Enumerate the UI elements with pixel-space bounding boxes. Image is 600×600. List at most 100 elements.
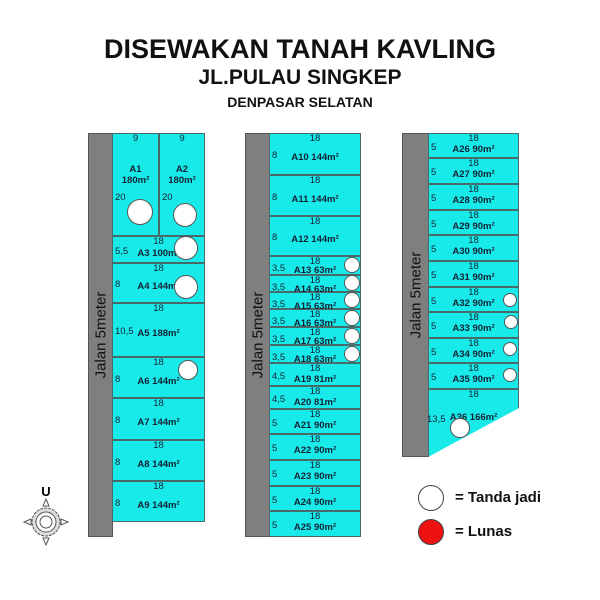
plot-width-label: 18	[468, 312, 479, 323]
plot-name-label: A13 63m²	[293, 265, 337, 276]
plot-width-label: 18	[309, 309, 321, 320]
status-tanda-jadi-icon	[344, 292, 360, 308]
road-block-3: Jalan 5meter	[402, 133, 429, 457]
location-label: DENPASAR SELATAN	[227, 94, 373, 110]
plot-depth-label: 3,5	[272, 334, 286, 345]
plot-name-label: A11 144m²	[291, 193, 339, 205]
road-label: Jalan 5meter	[249, 291, 266, 379]
plot-width-label: 18	[309, 460, 321, 471]
plot-width-label: 18	[309, 292, 321, 303]
plot-a13[interactable]: 18 3,5 A13 63m²	[269, 256, 361, 276]
plot-width-label: 18	[153, 398, 164, 409]
plot-depth-label: 8	[115, 456, 121, 468]
plot-depth-label: 5	[272, 417, 278, 429]
plot-depth-label: 20	[162, 192, 173, 203]
plot-name-label: A18 63m²	[293, 354, 337, 365]
plot-depth-label: 13,5	[427, 414, 446, 425]
plot-depth-label: 3,5	[272, 282, 286, 293]
compass-north-label: U	[41, 484, 50, 499]
status-tanda-jadi-icon	[450, 418, 470, 438]
plot-name-label: A28 90m²	[452, 195, 495, 206]
plot-name-label: A33 90m²	[452, 323, 495, 334]
road-label: Jalan 5meter	[407, 251, 424, 339]
plot-depth-label: 8	[272, 191, 278, 203]
plot-depth-label: 3,5	[272, 299, 286, 310]
plot-name-label: A36 166m²	[449, 412, 498, 423]
plot-a17[interactable]: 18 3,5 A17 63m²	[269, 327, 361, 347]
status-tanda-jadi-icon	[178, 360, 198, 380]
plot-name-label: A17 63m²	[293, 336, 337, 347]
plot-depth-label: 8	[272, 150, 278, 161]
legend-lunas-label: = Lunas	[455, 523, 513, 540]
plot-depth-label: 20	[115, 192, 126, 203]
plot-width-label: 18	[468, 287, 479, 298]
plot-name-label: A35 90m²	[452, 374, 495, 385]
status-tanda-jadi-icon	[503, 368, 517, 382]
plot-depth-label: 5	[272, 494, 278, 506]
plot-width-label: 18	[468, 363, 479, 374]
plot-width-label: 18	[309, 275, 321, 286]
plot-width-label: 18	[309, 409, 321, 420]
plot-width-label: 9	[132, 133, 139, 144]
plot-depth-label: 5,5	[115, 245, 129, 257]
plot-depth-label: 4,5	[272, 370, 286, 382]
plot-depth-label: 5	[431, 218, 437, 230]
road-label: Jalan 5meter	[92, 291, 109, 379]
status-tanda-jadi-icon	[344, 346, 360, 362]
plot-depth-label: 5	[431, 295, 437, 307]
plot-name-label: A26 90m²	[452, 144, 495, 155]
plot-name-label: A2 180m²	[168, 164, 196, 186]
plot-name-label: A7 144m²	[137, 417, 180, 428]
plot-depth-label: 3,5	[272, 263, 286, 274]
legend-lunas-icon	[418, 519, 444, 545]
plot-name-label: A30 90m²	[452, 246, 495, 257]
plot-name-label: A5 188m²	[137, 328, 180, 339]
plot-name-label: A23 90m²	[293, 471, 337, 482]
plot-depth-label: 8	[115, 373, 121, 385]
plot-name-label: A25 90m²	[293, 522, 337, 533]
legend-tanda-jadi-label: = Tanda jadi	[455, 489, 541, 506]
status-tanda-jadi-icon	[173, 203, 197, 227]
status-tanda-jadi-icon	[344, 310, 360, 326]
plot-width-label: 18	[309, 386, 321, 397]
status-tanda-jadi-icon	[503, 342, 517, 356]
plot-width-label: 18	[468, 235, 479, 246]
plot-depth-label: 4,5	[272, 393, 286, 405]
plot-width-label: 9	[179, 133, 185, 144]
plot-name-label: A1 180m²	[121, 164, 150, 186]
plot-a2[interactable]: 9 20 A2 180m²	[159, 133, 205, 236]
plot-depth-label: 5	[431, 372, 437, 383]
plot-width-label: 18	[309, 327, 321, 338]
plot-name-label: A22 90m²	[293, 445, 337, 456]
plot-width-label: 18	[309, 434, 321, 445]
plot-width-label: 18	[309, 256, 321, 267]
